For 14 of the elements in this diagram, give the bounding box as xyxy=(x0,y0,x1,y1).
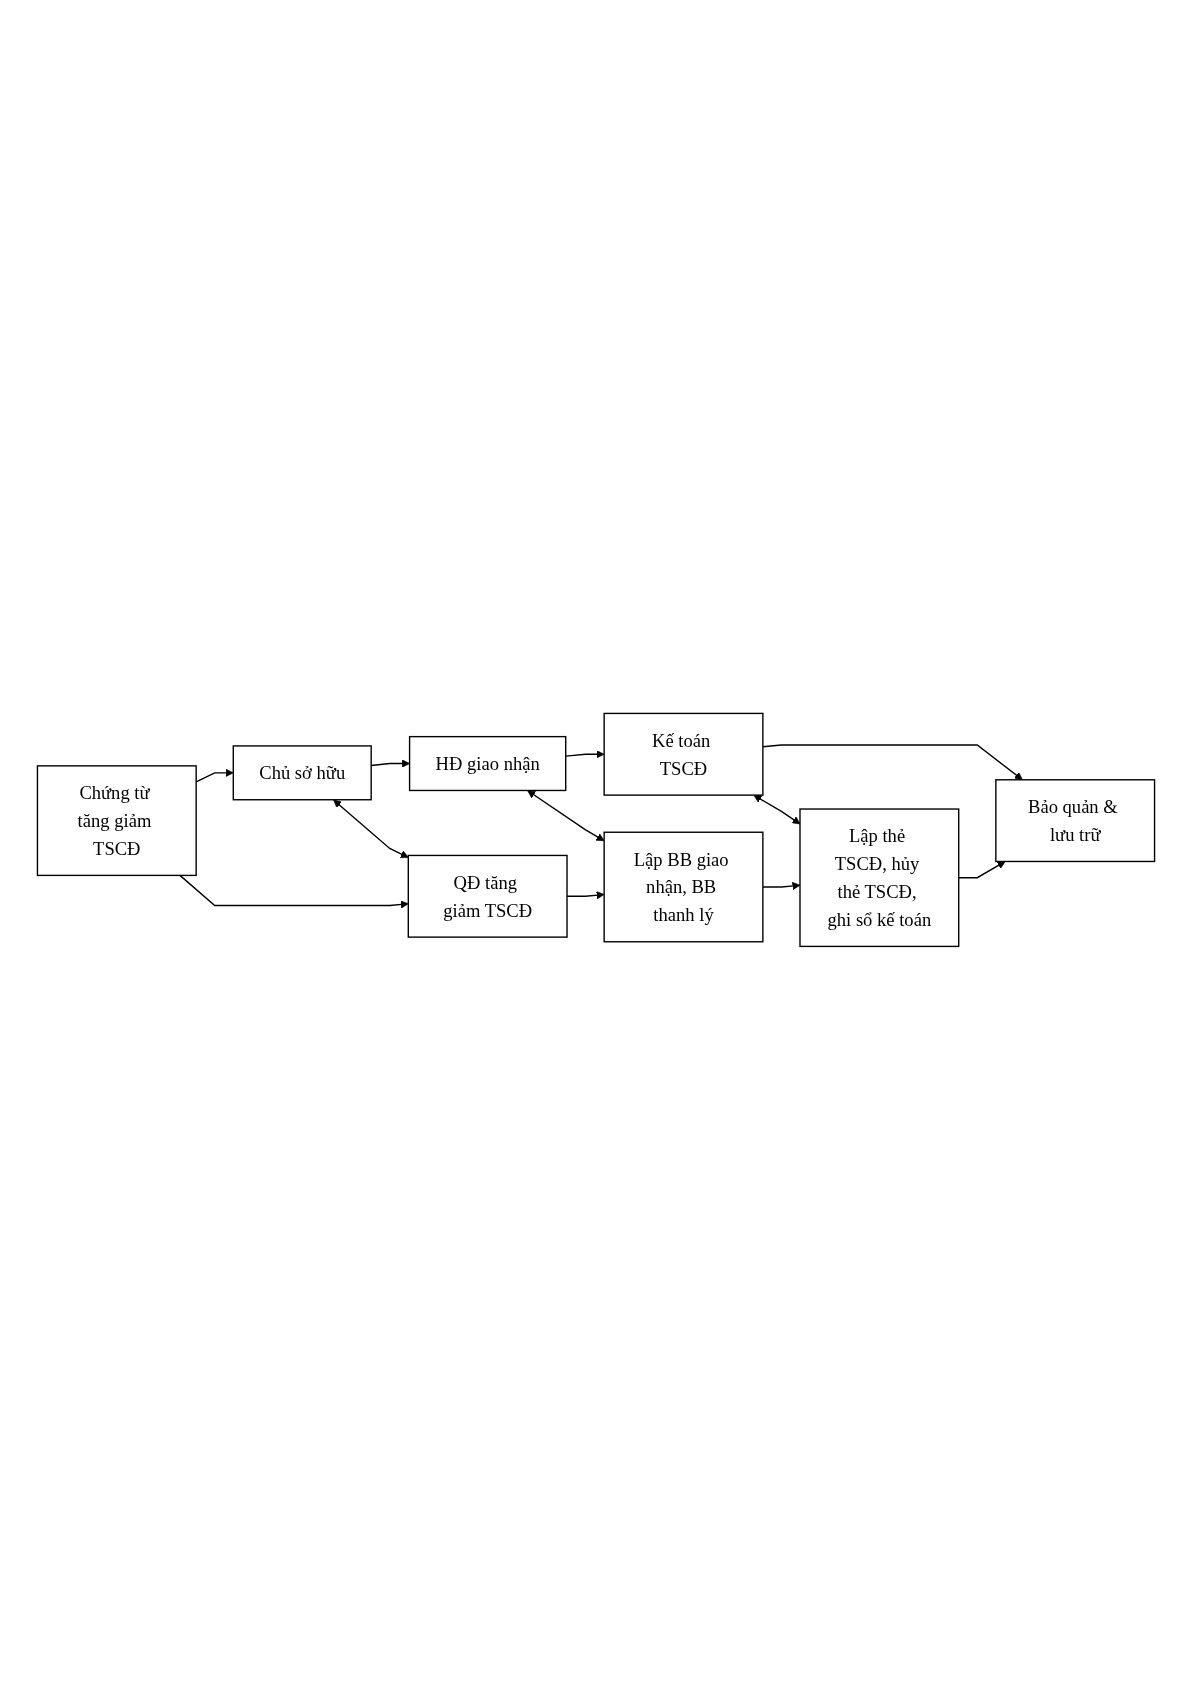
node-box: HĐ giao nhận xyxy=(408,736,567,792)
node-box: Lập thẻ TSCĐ, hủy thẻ TSCĐ, ghi sổ kế toán xyxy=(799,808,960,948)
arrow xyxy=(179,874,409,909)
node-box: QĐ tăng giảm TSCĐ xyxy=(407,854,568,938)
node-box: Kế toán TSCĐ xyxy=(603,712,764,796)
arrow xyxy=(958,861,1006,879)
arrow xyxy=(565,750,605,759)
node-box: Bảo quản & lưu trữ xyxy=(995,779,1156,863)
node-box: Lập BB giao nhận, BB thanh lý xyxy=(603,831,764,943)
arrow xyxy=(527,790,605,842)
arrow xyxy=(333,799,409,859)
arrow xyxy=(762,744,1023,781)
node-box: Chứng từ tăng giảm TSCĐ xyxy=(36,765,197,877)
node-box: Chủ sở hữu xyxy=(232,745,372,801)
